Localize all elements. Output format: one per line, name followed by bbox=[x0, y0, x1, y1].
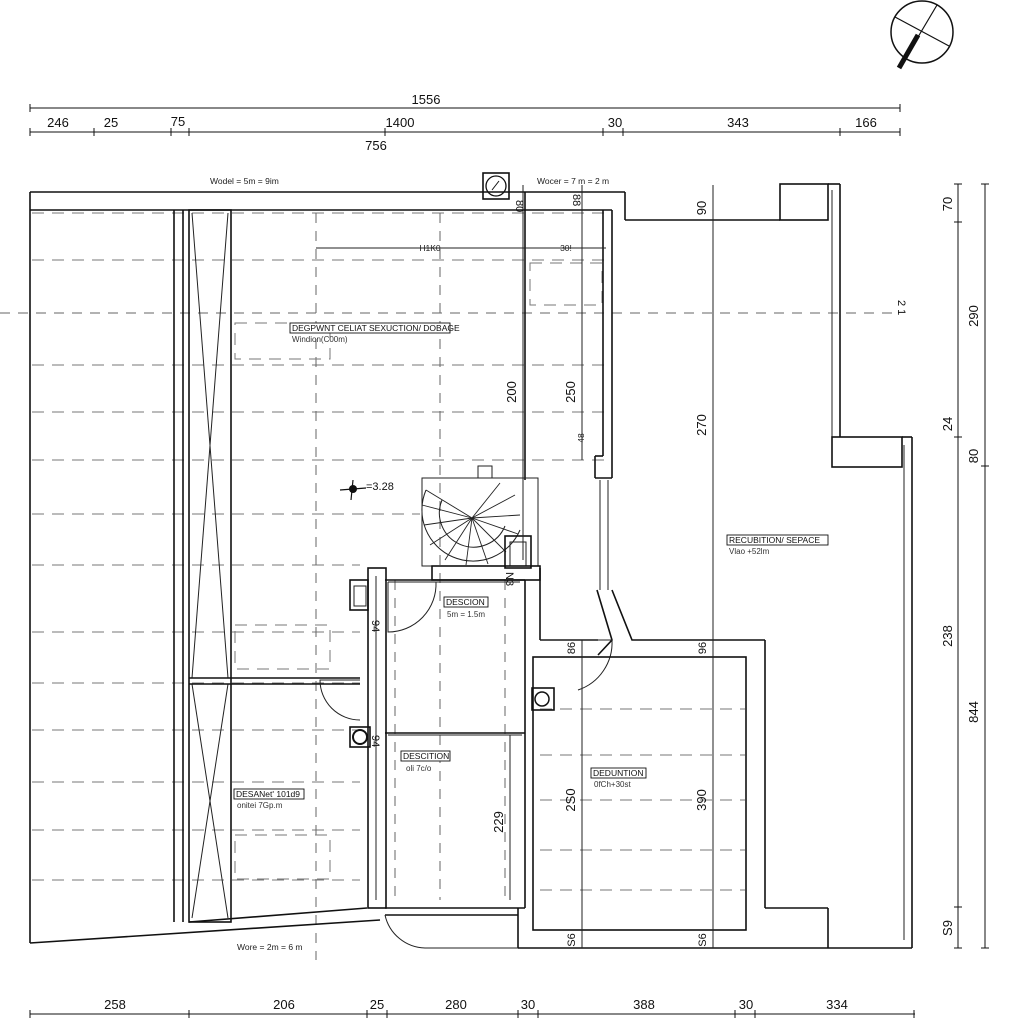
dimension-label: 24 bbox=[940, 417, 955, 431]
dimension-label: 25 bbox=[370, 997, 384, 1012]
room-label: DESCITION oli 7c/o bbox=[400, 750, 451, 773]
dimension-label: 75 bbox=[171, 114, 185, 129]
left-column bbox=[173, 209, 368, 923]
top-left-note: Wodel = 5m = 9im bbox=[210, 176, 279, 186]
dimension-label: 258 bbox=[104, 997, 126, 1012]
room-area: 0fCh+30st bbox=[594, 780, 631, 789]
dimension-label: 80 bbox=[513, 200, 525, 212]
dimension-label: 70 bbox=[940, 197, 955, 211]
room-area: Vlao +52lm bbox=[729, 547, 770, 556]
dimension-label: S9 bbox=[940, 920, 955, 936]
dimension-label: 166 bbox=[855, 115, 877, 130]
room-name: DEGPWNT CELIAT SEXUCTION/ DOBAGE bbox=[292, 323, 460, 333]
exterior-walls bbox=[29, 183, 913, 949]
room-area: oli 7c/o bbox=[406, 764, 432, 773]
dimension-label: 90 bbox=[694, 201, 709, 215]
equipment-icons bbox=[349, 172, 555, 748]
dimension-label: S6 bbox=[697, 933, 709, 946]
room-area: 5m = 1.5m bbox=[447, 610, 485, 619]
dimension-label: 96 bbox=[697, 642, 709, 654]
dimension-label: 250 bbox=[563, 381, 578, 403]
level-marker: =3.28 bbox=[339, 479, 394, 501]
dimension-label: 48 bbox=[576, 433, 586, 443]
dimension-label: 30! bbox=[560, 243, 572, 253]
room-name: DESANet' 101d9 bbox=[236, 789, 300, 799]
dimension-label: S6 bbox=[566, 933, 578, 946]
room-label: RECUBITION/ SEPACE Vlao +52lm bbox=[726, 534, 829, 556]
meter-icon bbox=[349, 726, 371, 748]
bottom-note: Wore = 2m = 6 m bbox=[237, 942, 303, 952]
interior-dimensions: 80 88 H1K0 30! 200 250 48 90 270 86 96 2… bbox=[316, 185, 709, 947]
dimension-label: 1400 bbox=[386, 115, 415, 130]
dimension-label: 94 bbox=[369, 620, 381, 632]
room-dedunction bbox=[532, 185, 747, 948]
dimension-label: 94 bbox=[369, 735, 381, 747]
top-right-note: Wocer = 7 m = 2 m bbox=[537, 176, 609, 186]
furniture-outlines bbox=[234, 262, 603, 880]
central-walls bbox=[524, 192, 765, 656]
dimension-label: 238 bbox=[940, 625, 955, 647]
dimension-label: 30 bbox=[739, 997, 753, 1012]
room-name: DESCION bbox=[446, 597, 485, 607]
dimension-label: 30 bbox=[521, 997, 535, 1012]
dimension-label: 30 bbox=[608, 115, 622, 130]
room-label: DESCION 5m = 1.5m bbox=[443, 596, 489, 619]
dimension-label: 343 bbox=[727, 115, 749, 130]
compass-icon bbox=[890, 0, 954, 70]
dimension-label: 390 bbox=[694, 789, 709, 811]
dimension-label: 270 bbox=[694, 414, 709, 436]
bottom-dimension-chain: 258 206 25 280 30 388 30 334 bbox=[29, 997, 915, 1018]
meter-icon bbox=[482, 172, 510, 200]
room-label: DEDUNTION 0fCh+30st bbox=[590, 767, 647, 789]
room-label: DESANet' 101d9 onitei 7Gp.m bbox=[233, 788, 305, 810]
meter-icon bbox=[531, 687, 555, 711]
dimension-label: 88 bbox=[570, 194, 582, 206]
room-label: DEGPWNT CELIAT SEXUCTION/ DOBAGE Windion… bbox=[289, 322, 460, 344]
room-name: DESCITION bbox=[403, 751, 449, 761]
dimension-label: 80 bbox=[966, 449, 981, 463]
dimension-label: 229 bbox=[491, 811, 506, 833]
top-dimension-chain: 1556 246 25 75 1400 30 343 166 756 bbox=[29, 92, 901, 153]
dimension-label: 756 bbox=[365, 138, 387, 153]
room-name: DEDUNTION bbox=[593, 768, 644, 778]
dimension-label: 388 bbox=[633, 997, 655, 1012]
dimension-label: 25 bbox=[104, 115, 118, 130]
room-area: onitei 7Gp.m bbox=[237, 801, 283, 810]
room-descion: 94 94 229 bbox=[319, 567, 613, 949]
overall-width-dimension: 1556 bbox=[412, 92, 441, 107]
dimension-label: 844 bbox=[966, 701, 981, 723]
dimension-label: H1K0 bbox=[419, 243, 441, 253]
dimension-label: 290 bbox=[966, 305, 981, 327]
dimension-label: 200 bbox=[504, 381, 519, 403]
dimension-label: 2S0 bbox=[563, 788, 578, 811]
dimension-label: N3 bbox=[503, 572, 515, 586]
room-name: RECUBITION/ SEPACE bbox=[729, 535, 820, 545]
dimension-label: 86 bbox=[566, 642, 578, 654]
dimension-label: 206 bbox=[273, 997, 295, 1012]
axis-marker: 2 1 bbox=[895, 300, 907, 315]
dimension-label: 280 bbox=[445, 997, 467, 1012]
dimension-label: 334 bbox=[826, 997, 848, 1012]
level-label: =3.28 bbox=[366, 481, 394, 493]
dimension-label: 246 bbox=[47, 115, 69, 130]
right-dimension-chain: 70 290 24 80 238 844 S9 bbox=[940, 183, 989, 949]
room-area: Windion(C00m) bbox=[292, 335, 348, 344]
